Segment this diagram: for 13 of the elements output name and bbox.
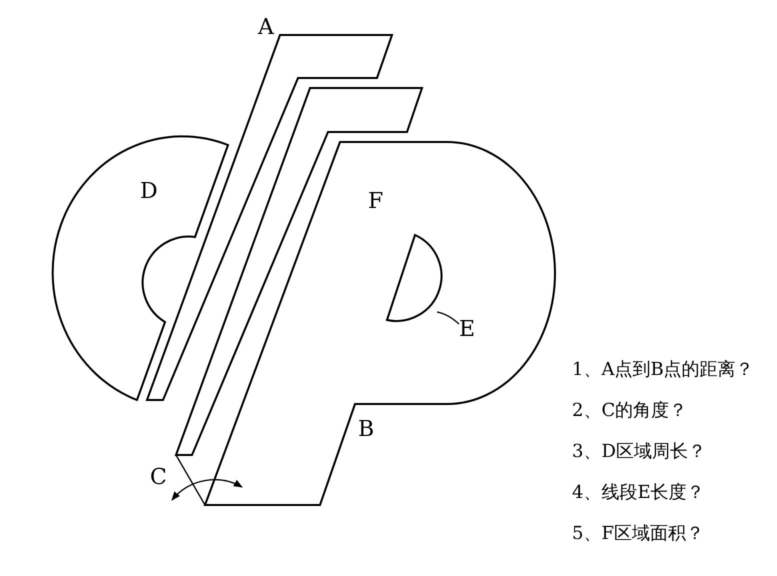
question-text: 5、F区域面积？ — [572, 523, 704, 545]
part-label: B — [358, 418, 374, 442]
question-text: 1、A点到B点的距离？ — [572, 359, 754, 381]
semicircular-hole — [386, 234, 442, 322]
part-label: E — [459, 318, 476, 342]
part-label: F — [368, 190, 384, 214]
part-label: A — [258, 16, 274, 40]
leader-line — [436, 311, 460, 324]
part-label: C — [150, 466, 167, 490]
part-label: D — [140, 180, 158, 204]
question-text: 2、C的角度？ — [572, 400, 688, 422]
question-text: 3、D区域周长？ — [572, 441, 706, 463]
question-text: 4、线段E长度？ — [572, 482, 705, 504]
